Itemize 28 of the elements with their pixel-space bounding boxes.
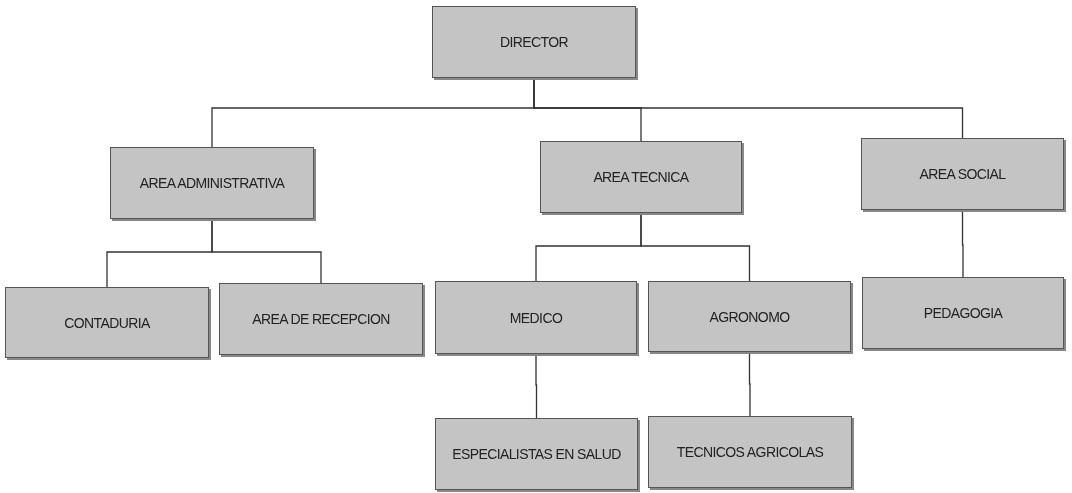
box-label: MEDICO [509, 309, 563, 326]
box-label: TECNICOS AGRICOLAS [676, 444, 824, 460]
box-label: AREA TECNICA [593, 169, 689, 185]
connector-line [535, 353, 538, 419]
org-box [435, 418, 638, 490]
org-box [219, 283, 423, 355]
box-label: AREA DE RECEPCION [252, 311, 390, 327]
connector-line [748, 351, 751, 417]
box-label: AREA SOCIAL [919, 166, 1006, 182]
org-box [648, 281, 851, 352]
org-box [5, 287, 209, 358]
org-box [110, 147, 314, 219]
org-box [432, 6, 636, 78]
connector-line [533, 77, 964, 139]
org-box [862, 277, 1064, 349]
box-label: PEDAGOGIA [923, 305, 1003, 321]
org-box [648, 416, 852, 488]
box-label: AREA ADMINISTRATIVA [139, 175, 285, 191]
connector-line [211, 218, 322, 284]
connector-line [640, 212, 751, 282]
org-box [540, 141, 742, 213]
connector-line [961, 209, 964, 278]
box-label: ESPECIALISTAS EN SALUD [452, 446, 621, 462]
box-label: CONTADURIA [64, 314, 150, 331]
box-label: AGRONOMO [709, 308, 790, 325]
org-box [861, 138, 1064, 210]
org-box [435, 281, 637, 354]
box-label: DIRECTOR [499, 34, 569, 50]
